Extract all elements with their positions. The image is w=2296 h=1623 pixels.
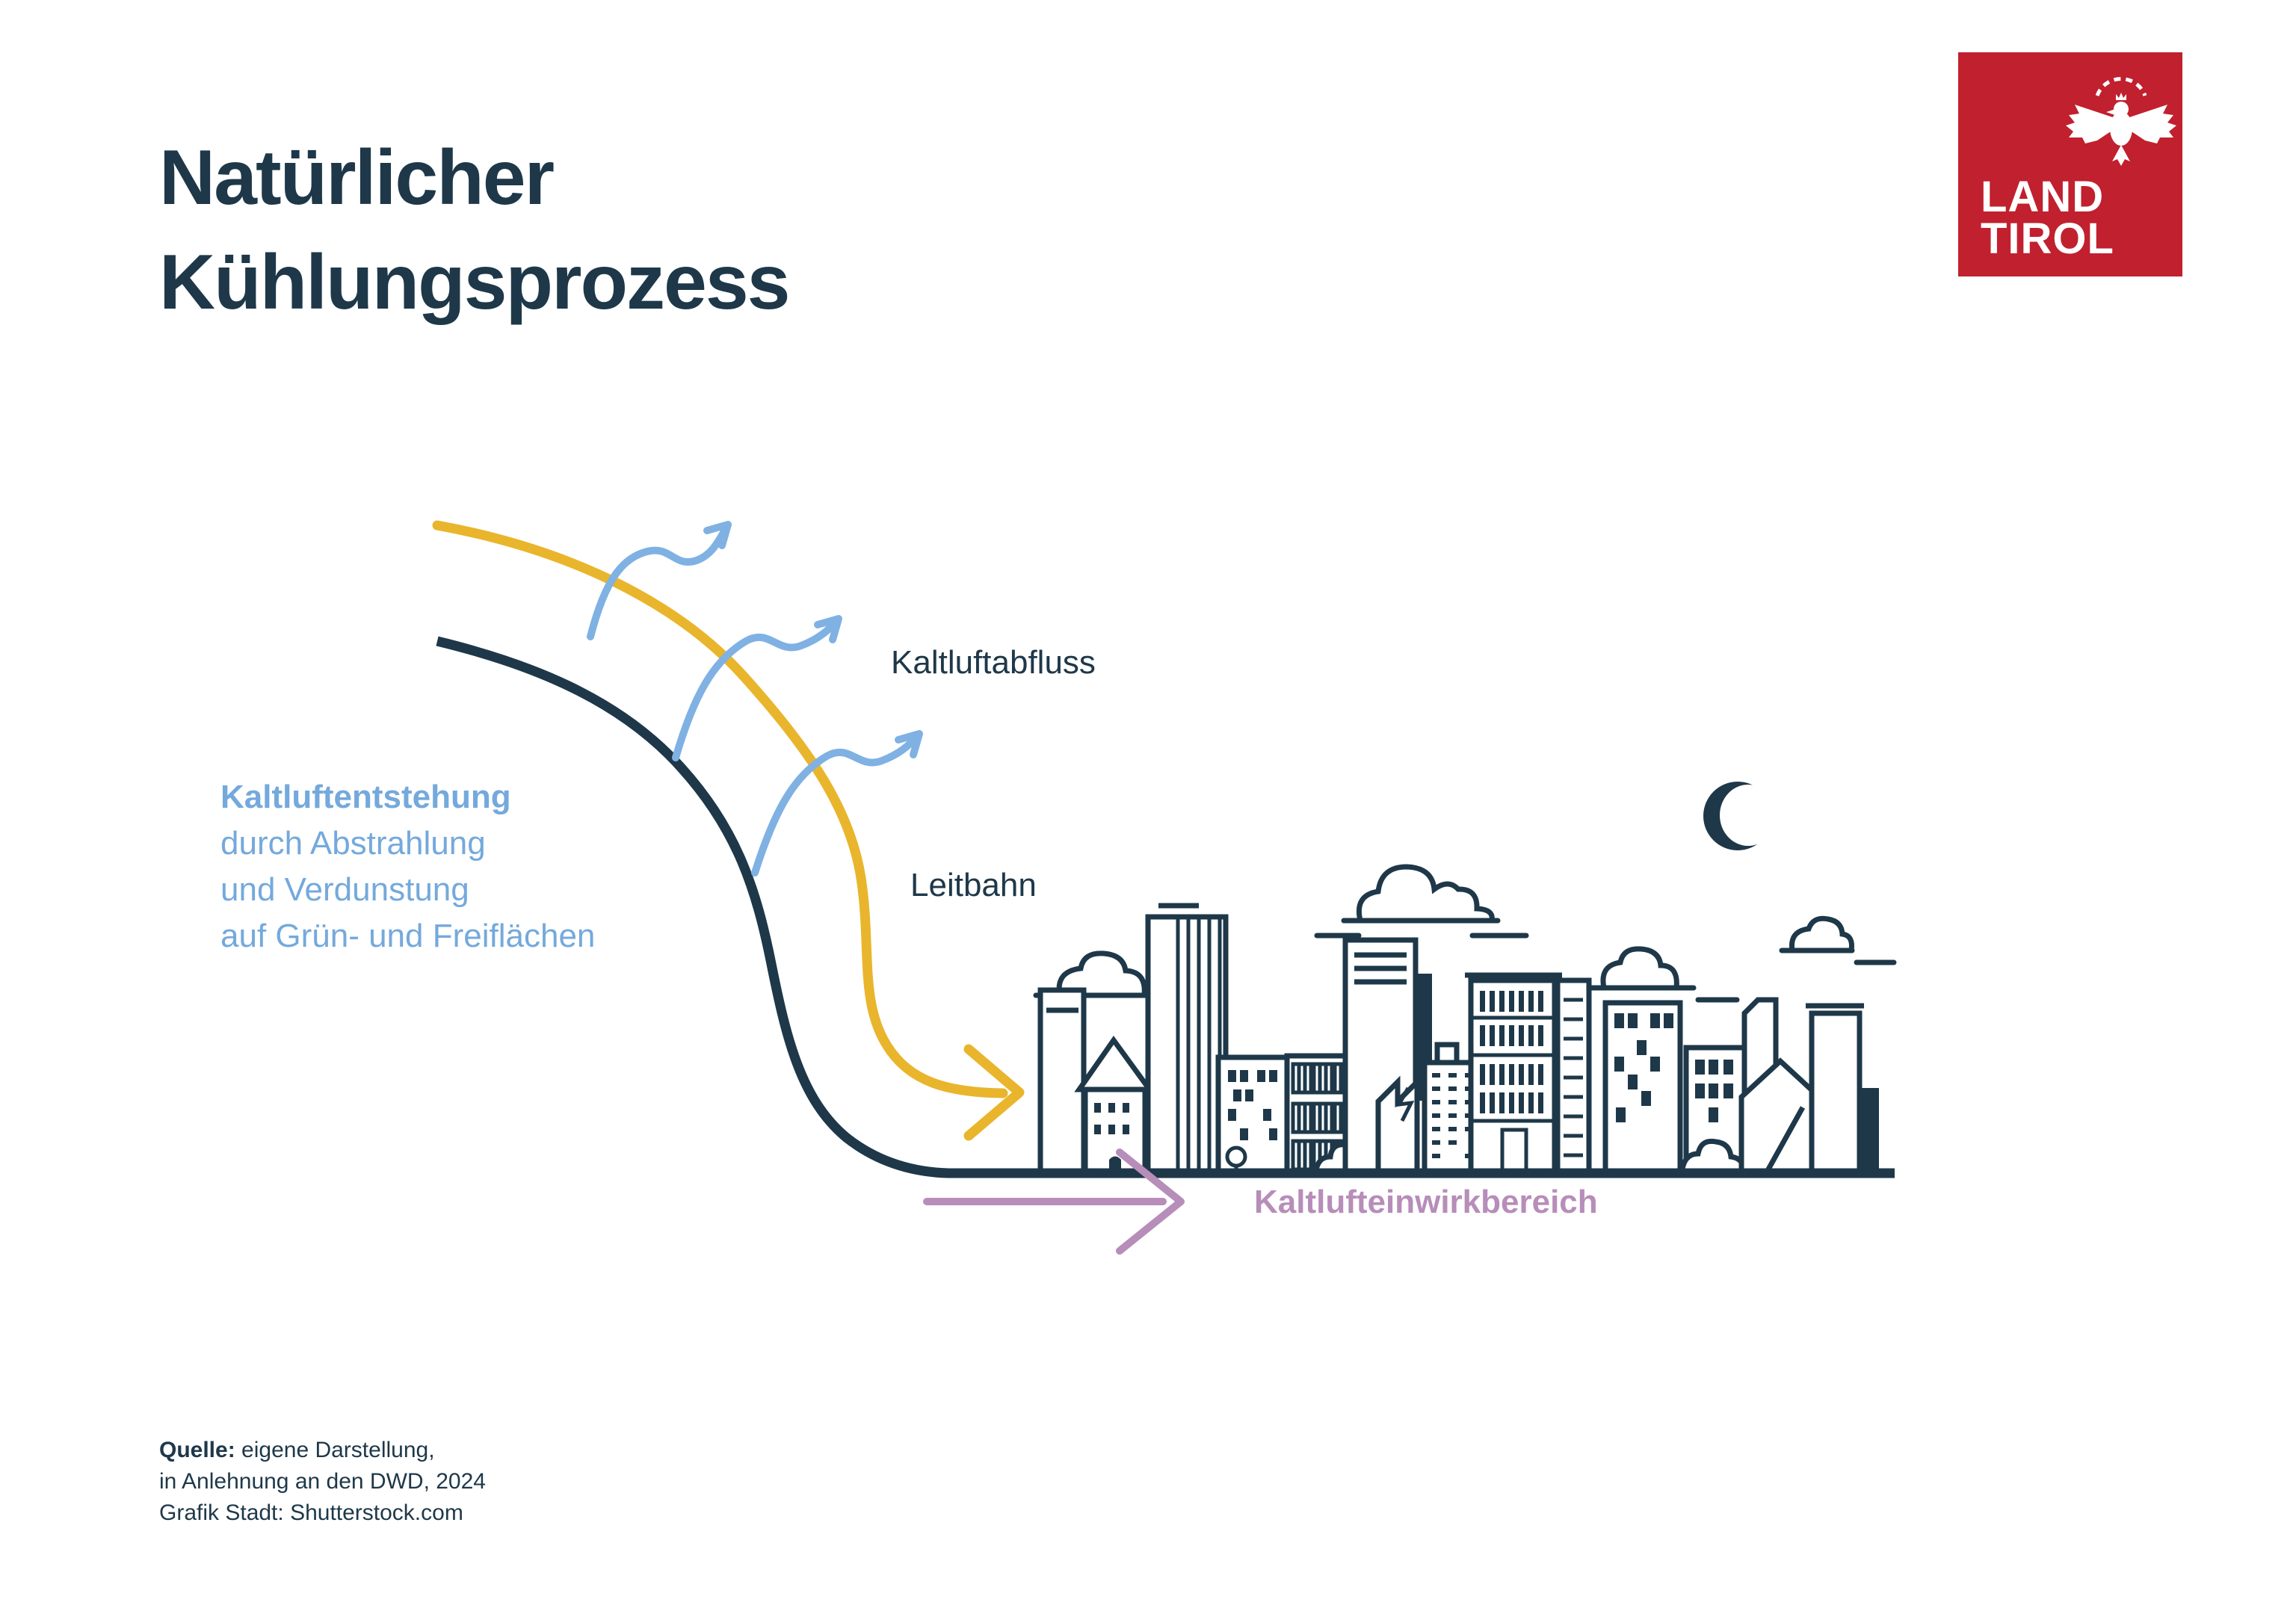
source-line2: in Anlehnung an den DWD, 2024 xyxy=(159,1469,486,1494)
kaltluftentstehung-line4: auf Grün- und Freiflächen xyxy=(220,918,596,954)
tyrolean-eagle-icon xyxy=(2066,76,2176,166)
kaltluftentstehung-line1: Kaltluftentstehung xyxy=(220,779,511,815)
page-title: Natürlicher Kühlungsprozess xyxy=(159,126,791,335)
city-skyline xyxy=(1037,903,1879,1178)
kaltluftentstehung-line3: und Verdunstung xyxy=(220,871,469,908)
terrain-slope-line xyxy=(436,636,1895,1178)
page-title-line2: Kühlungsprozess xyxy=(159,239,791,326)
kaltluftentstehung-line2: durch Abstrahlung xyxy=(220,825,486,862)
land-tirol-logo: LAND TIROL xyxy=(1958,52,2182,276)
source-line1-rest: eigene Darstellung, xyxy=(235,1438,435,1462)
logo-text: LAND TIROL xyxy=(1981,173,2114,263)
leitbahn-label: Leitbahn xyxy=(910,867,1037,903)
kaltluftabfluss-label: Kaltluftabfluss xyxy=(891,644,1096,681)
right-arrow-icon xyxy=(923,1149,1185,1255)
kaltluftentstehung-label: Kaltluftentstehung durch Abstrahlung und… xyxy=(220,774,595,959)
source-line1: Quelle: eigene Darstellung, xyxy=(159,1435,486,1466)
kaltlufteinwirkbereich-label: Kaltlufteinwirkbereich xyxy=(1254,1184,1598,1220)
source-note: Quelle: eigene Darstellung, in Anlehnung… xyxy=(159,1435,486,1529)
logo-text-line1: LAND xyxy=(1981,173,2105,221)
wavy-arrow-icons xyxy=(587,521,923,877)
logo-text-line2: TIROL xyxy=(1981,214,2114,263)
source-label: Quelle: xyxy=(159,1438,235,1462)
source-line3: Grafik Stadt: Shutterstock.com xyxy=(159,1500,463,1525)
curved-yellow-arrow-icon xyxy=(432,520,1025,1141)
page-title-line1: Natürlicher xyxy=(159,135,555,221)
crescent-moon-icon xyxy=(1703,782,1777,850)
